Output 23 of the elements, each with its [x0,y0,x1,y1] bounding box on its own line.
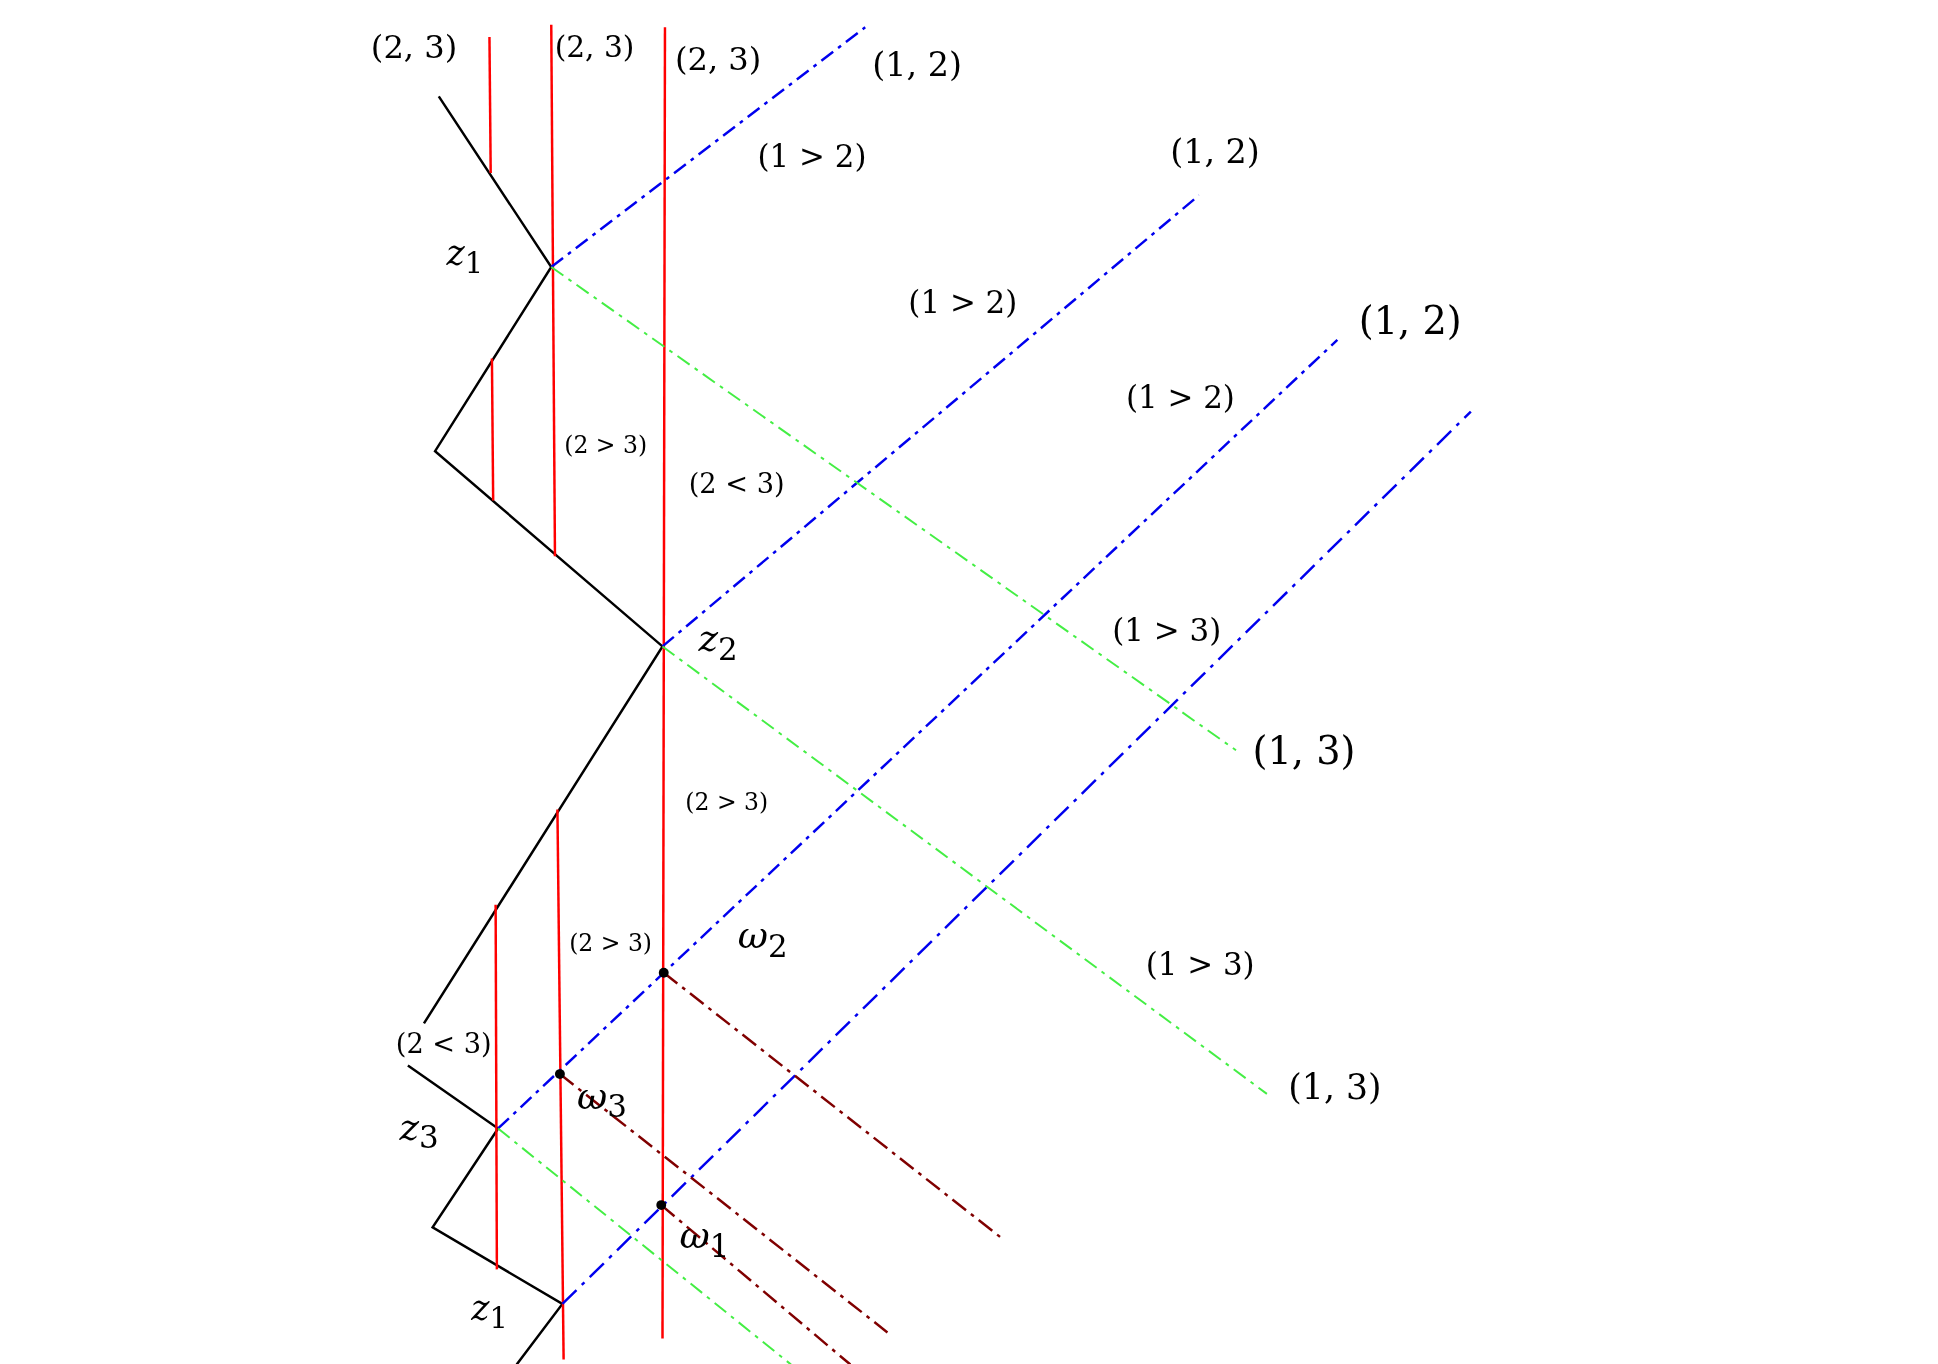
pair-label: (1 > 3) [1145,948,1255,980]
pair-label: (1, 3) [1252,732,1356,771]
pair-label: (2 < 3) [395,1030,492,1058]
pair-label: (1, 2) [1170,134,1260,168]
point-label: z$_{3}$ [399,1108,439,1154]
pair-label: (2 < 3) [688,470,785,499]
pair-label: (1, 2) [872,47,962,81]
point-label: z$_{2}$ [698,620,738,665]
pair-label: (1 > 3) [1112,614,1222,646]
pair-label: (2, 3) [554,32,635,62]
pair-label: (2 > 3) [569,931,652,955]
point-label: z$_{1}$ [446,236,484,279]
pair-label: (1 > 2) [908,287,1018,319]
pair-label: (1 > 2) [757,141,867,173]
pair-label: (2, 3) [370,30,458,64]
pair-label: (2, 3) [674,43,762,76]
point-label: ω$_{2}$ [737,917,788,962]
point-label: z$_{1}$ [471,1291,508,1334]
pair-label: (2 > 3) [564,433,648,457]
pair-label: (1 > 2) [1125,382,1235,414]
pair-label: (1, 2) [1358,302,1462,341]
pair-label: (1, 3) [1288,1070,1382,1105]
pair-label: (2 > 3) [685,790,769,814]
